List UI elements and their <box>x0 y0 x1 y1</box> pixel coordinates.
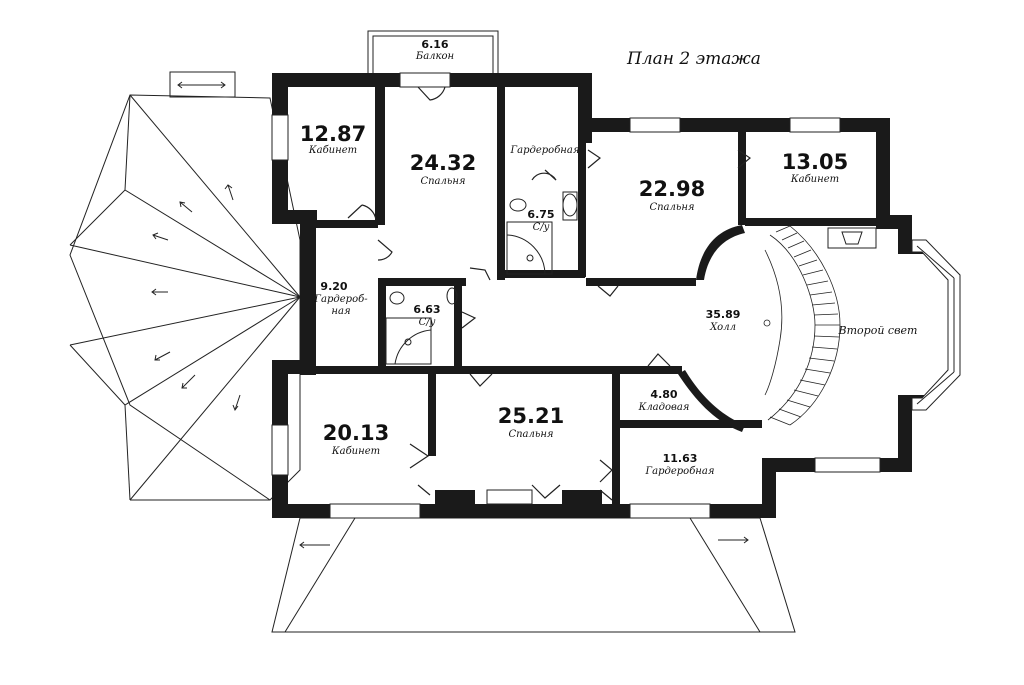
room-pantry: 4.80 Кладовая <box>638 388 690 413</box>
room-area: 6.16 <box>421 38 448 51</box>
room-wardrobe-2: 9.20 Гардероб- ная <box>313 280 368 317</box>
room-balcony: 6.16 Балкон <box>415 38 454 62</box>
room-area: 35.89 <box>706 308 741 321</box>
room-area: 4.80 <box>650 388 677 401</box>
bottom-roof <box>271 517 796 633</box>
room-wc-2: 6.63 С/у <box>413 303 440 328</box>
room-area: 22.98 <box>639 177 705 201</box>
room-bedroom-3: 25.21 Спальня <box>498 404 564 440</box>
room-name: Балкон <box>415 51 454 62</box>
room-name: Спальня <box>420 176 465 187</box>
room-cabinet-2: 13.05 Кабинет <box>782 150 848 185</box>
room-name-2: ная <box>331 306 350 317</box>
room-area: 11.63 <box>663 452 698 465</box>
doors <box>347 86 752 501</box>
room-area: 20.13 <box>323 421 389 445</box>
room-name: Кабинет <box>790 174 839 185</box>
room-name: Гардероб- <box>313 294 368 305</box>
room-area: 13.05 <box>782 150 848 174</box>
windows <box>271 72 961 519</box>
room-name: Спальня <box>508 429 553 440</box>
room-area: 6.63 <box>413 303 440 316</box>
room-bedroom-1: 24.32 Спальня <box>410 151 476 187</box>
room-cabinet-3: 20.13 Кабинет <box>323 421 389 457</box>
room-hall: 35.89 Холл <box>706 308 741 333</box>
room-cabinet-1: 12.87 Кабинет <box>300 122 366 156</box>
room-wardrobe-1: Гардеробная <box>510 145 580 156</box>
room-name: Второй свет <box>838 324 918 337</box>
room-name: Кладовая <box>638 402 690 413</box>
plan-title: План 2 этажа <box>626 49 761 69</box>
room-bedroom-2: 22.98 Спальня <box>639 177 705 213</box>
slope-arrows <box>151 184 241 412</box>
left-roof <box>69 71 301 501</box>
room-area: 12.87 <box>300 122 366 146</box>
room-name: Гардеробная <box>510 145 580 156</box>
room-area: 6.75 <box>527 208 554 221</box>
room-second-light: Второй свет <box>838 324 918 337</box>
staircase <box>763 225 841 426</box>
room-name: Кабинет <box>331 446 380 457</box>
room-name: С/у <box>533 222 550 233</box>
room-name: Гардеробная <box>645 466 715 477</box>
room-area: 25.21 <box>498 404 564 428</box>
room-name: Холл <box>709 322 736 333</box>
room-name: Спальня <box>649 202 694 213</box>
fixtures <box>385 191 877 365</box>
room-name: С/у <box>419 317 436 328</box>
room-wardrobe-3: 11.63 Гардеробная <box>645 452 715 477</box>
room-area: 24.32 <box>410 151 476 175</box>
room-wc-1: 6.75 С/у <box>527 208 554 233</box>
room-area: 9.20 <box>320 280 347 293</box>
room-name: Кабинет <box>308 145 357 156</box>
